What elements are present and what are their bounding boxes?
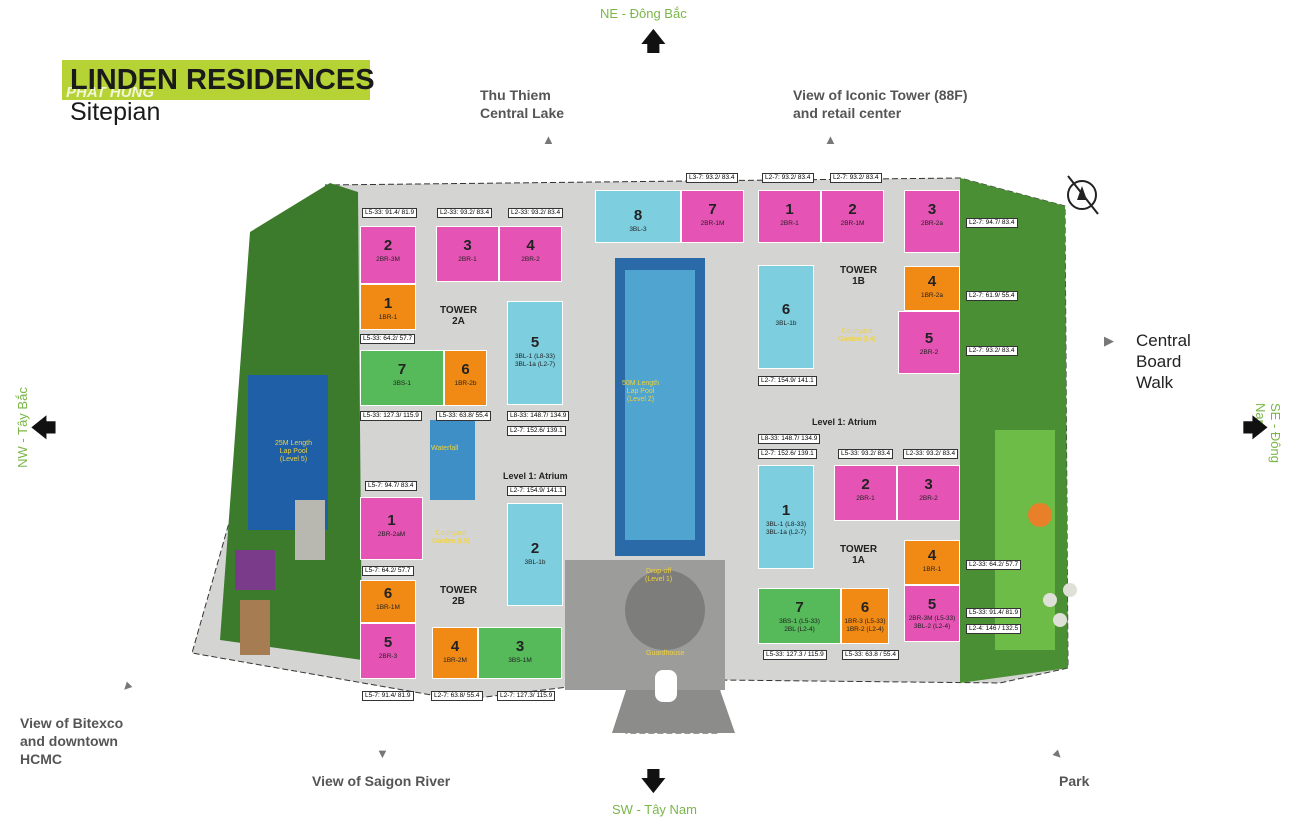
courtyard-l4-label: Courtyard Garden (L4) — [838, 328, 876, 343]
area-label: L2-7: 152.6/ 139.1 — [507, 426, 566, 436]
area-label: L2-33: 64.2/ 57.7 — [966, 560, 1022, 570]
area-label: L2-7: 63.8/ 55.4 — [431, 691, 483, 701]
arrow-right-icon: 🡆 — [1242, 413, 1269, 443]
tower-1a-label: TOWER 1A — [840, 544, 878, 566]
area-label: L5-33: 91.4/ 81.9 — [966, 608, 1022, 618]
guardhouse-label: Guardhouse — [646, 650, 685, 657]
area-label: L5-33: 64.2/ 57.7 — [360, 334, 416, 344]
brand-title: LINDEN RESIDENCES — [70, 64, 375, 96]
direction-sw: SW - Tây Nam — [612, 802, 697, 817]
area-label: L8-33: 148.7/ 134.9 — [507, 411, 570, 421]
atrium-left-label: Level 1: Atrium — [503, 471, 568, 481]
pool-center-label: 50M Length Lap Pool (Level 2) — [622, 380, 659, 403]
area-label: L2-7: 152.6/ 139.1 — [758, 449, 817, 459]
area-label: L2-7: 94.7/ 83.4 — [966, 218, 1018, 228]
area-label: L5-33: 127.3 / 115.9 — [763, 650, 827, 660]
view-central-boardwalk: Central Board Walk — [1136, 331, 1191, 392]
area-label: L8-33: 148.7/ 134.9 — [758, 434, 821, 444]
dropoff-label: Drop-off (Level 1) — [645, 568, 673, 583]
area-label: L5-33: 127.3/ 115.9 — [360, 411, 422, 421]
courtyard-l5-label: Courtyard Garden (L5) — [432, 530, 470, 545]
area-label: L2-33: 93.2/ 83.4 — [508, 208, 564, 218]
area-label: L2-33: 93.2/ 83.4 — [903, 449, 959, 459]
brand-logo — [62, 60, 370, 100]
area-label: L5-33: 91.4/ 81.9 — [362, 208, 418, 218]
area-label: L2-7: 154.9/ 141.1 — [758, 376, 817, 386]
view-pointer-icon: ▲ — [542, 132, 555, 147]
area-label: L5-7: 91.4/ 81.9 — [362, 691, 414, 701]
tower-2a-label: TOWER 2A — [440, 305, 478, 327]
atrium-right-label: Level 1: Atrium — [812, 417, 877, 427]
area-label: L2-7: 127.3/ 115.9 — [497, 691, 556, 701]
area-label: L2-7: 93.2/ 83.4 — [762, 173, 814, 183]
area-label: L2-7: 93.2/ 83.4 — [830, 173, 882, 183]
area-label: L5-33: 63.8/ 55.4 — [436, 411, 492, 421]
direction-ne: NE - Đông Bắc — [600, 6, 687, 21]
arrow-left-icon: 🡄 — [30, 413, 57, 443]
area-label: L3-7: 93.2/ 83.4 — [686, 173, 738, 183]
area-label: L5-33: 93.2/ 83.4 — [838, 449, 894, 459]
area-label: L5-33: 63.8 / 55.4 — [842, 650, 899, 660]
brand-subtitle: Sitepian — [70, 98, 161, 126]
arrow-up-icon: 🡅 — [640, 26, 667, 56]
view-pointer-icon: ▲ — [824, 132, 837, 147]
view-thu-thiem-lake: Thu Thiem Central Lake — [480, 87, 565, 121]
view-saigon-river: View of Saigon River — [312, 773, 451, 789]
tower-1b-label: TOWER 1B — [840, 265, 878, 287]
view-park: Park — [1059, 773, 1090, 789]
brand-watermark: PHAT HUNG — [66, 84, 155, 101]
area-label: L5-7: 94.7/ 83.4 — [365, 481, 417, 491]
arrow-down-icon: 🡇 — [640, 766, 667, 796]
area-label: L2-7: 154.9/ 141.1 — [507, 486, 566, 496]
area-label: L2-7: 61.9/ 55.4 — [966, 291, 1018, 301]
area-label: L2-4: 146 / 132.5 — [966, 624, 1022, 634]
view-pointer-icon: ▼ — [376, 746, 389, 761]
view-bitexco: View of Bitexco and downtown HCMC — [20, 715, 124, 767]
area-label: L5-7: 64.2/ 57.7 — [362, 566, 414, 576]
waterfall-label: Waterfall — [431, 445, 459, 452]
area-label: L2-7: 93.2/ 83.4 — [966, 346, 1018, 356]
pool-left-label: 25M Length Lap Pool (Level 5) — [275, 440, 312, 463]
view-iconic-tower: View of Iconic Tower (88F) and retail ce… — [793, 87, 968, 121]
area-label: L2-33: 93.2/ 83.4 — [437, 208, 493, 218]
view-pointer-icon: ▶ — [1104, 333, 1114, 348]
tower-2b-label: TOWER 2B — [440, 585, 478, 607]
